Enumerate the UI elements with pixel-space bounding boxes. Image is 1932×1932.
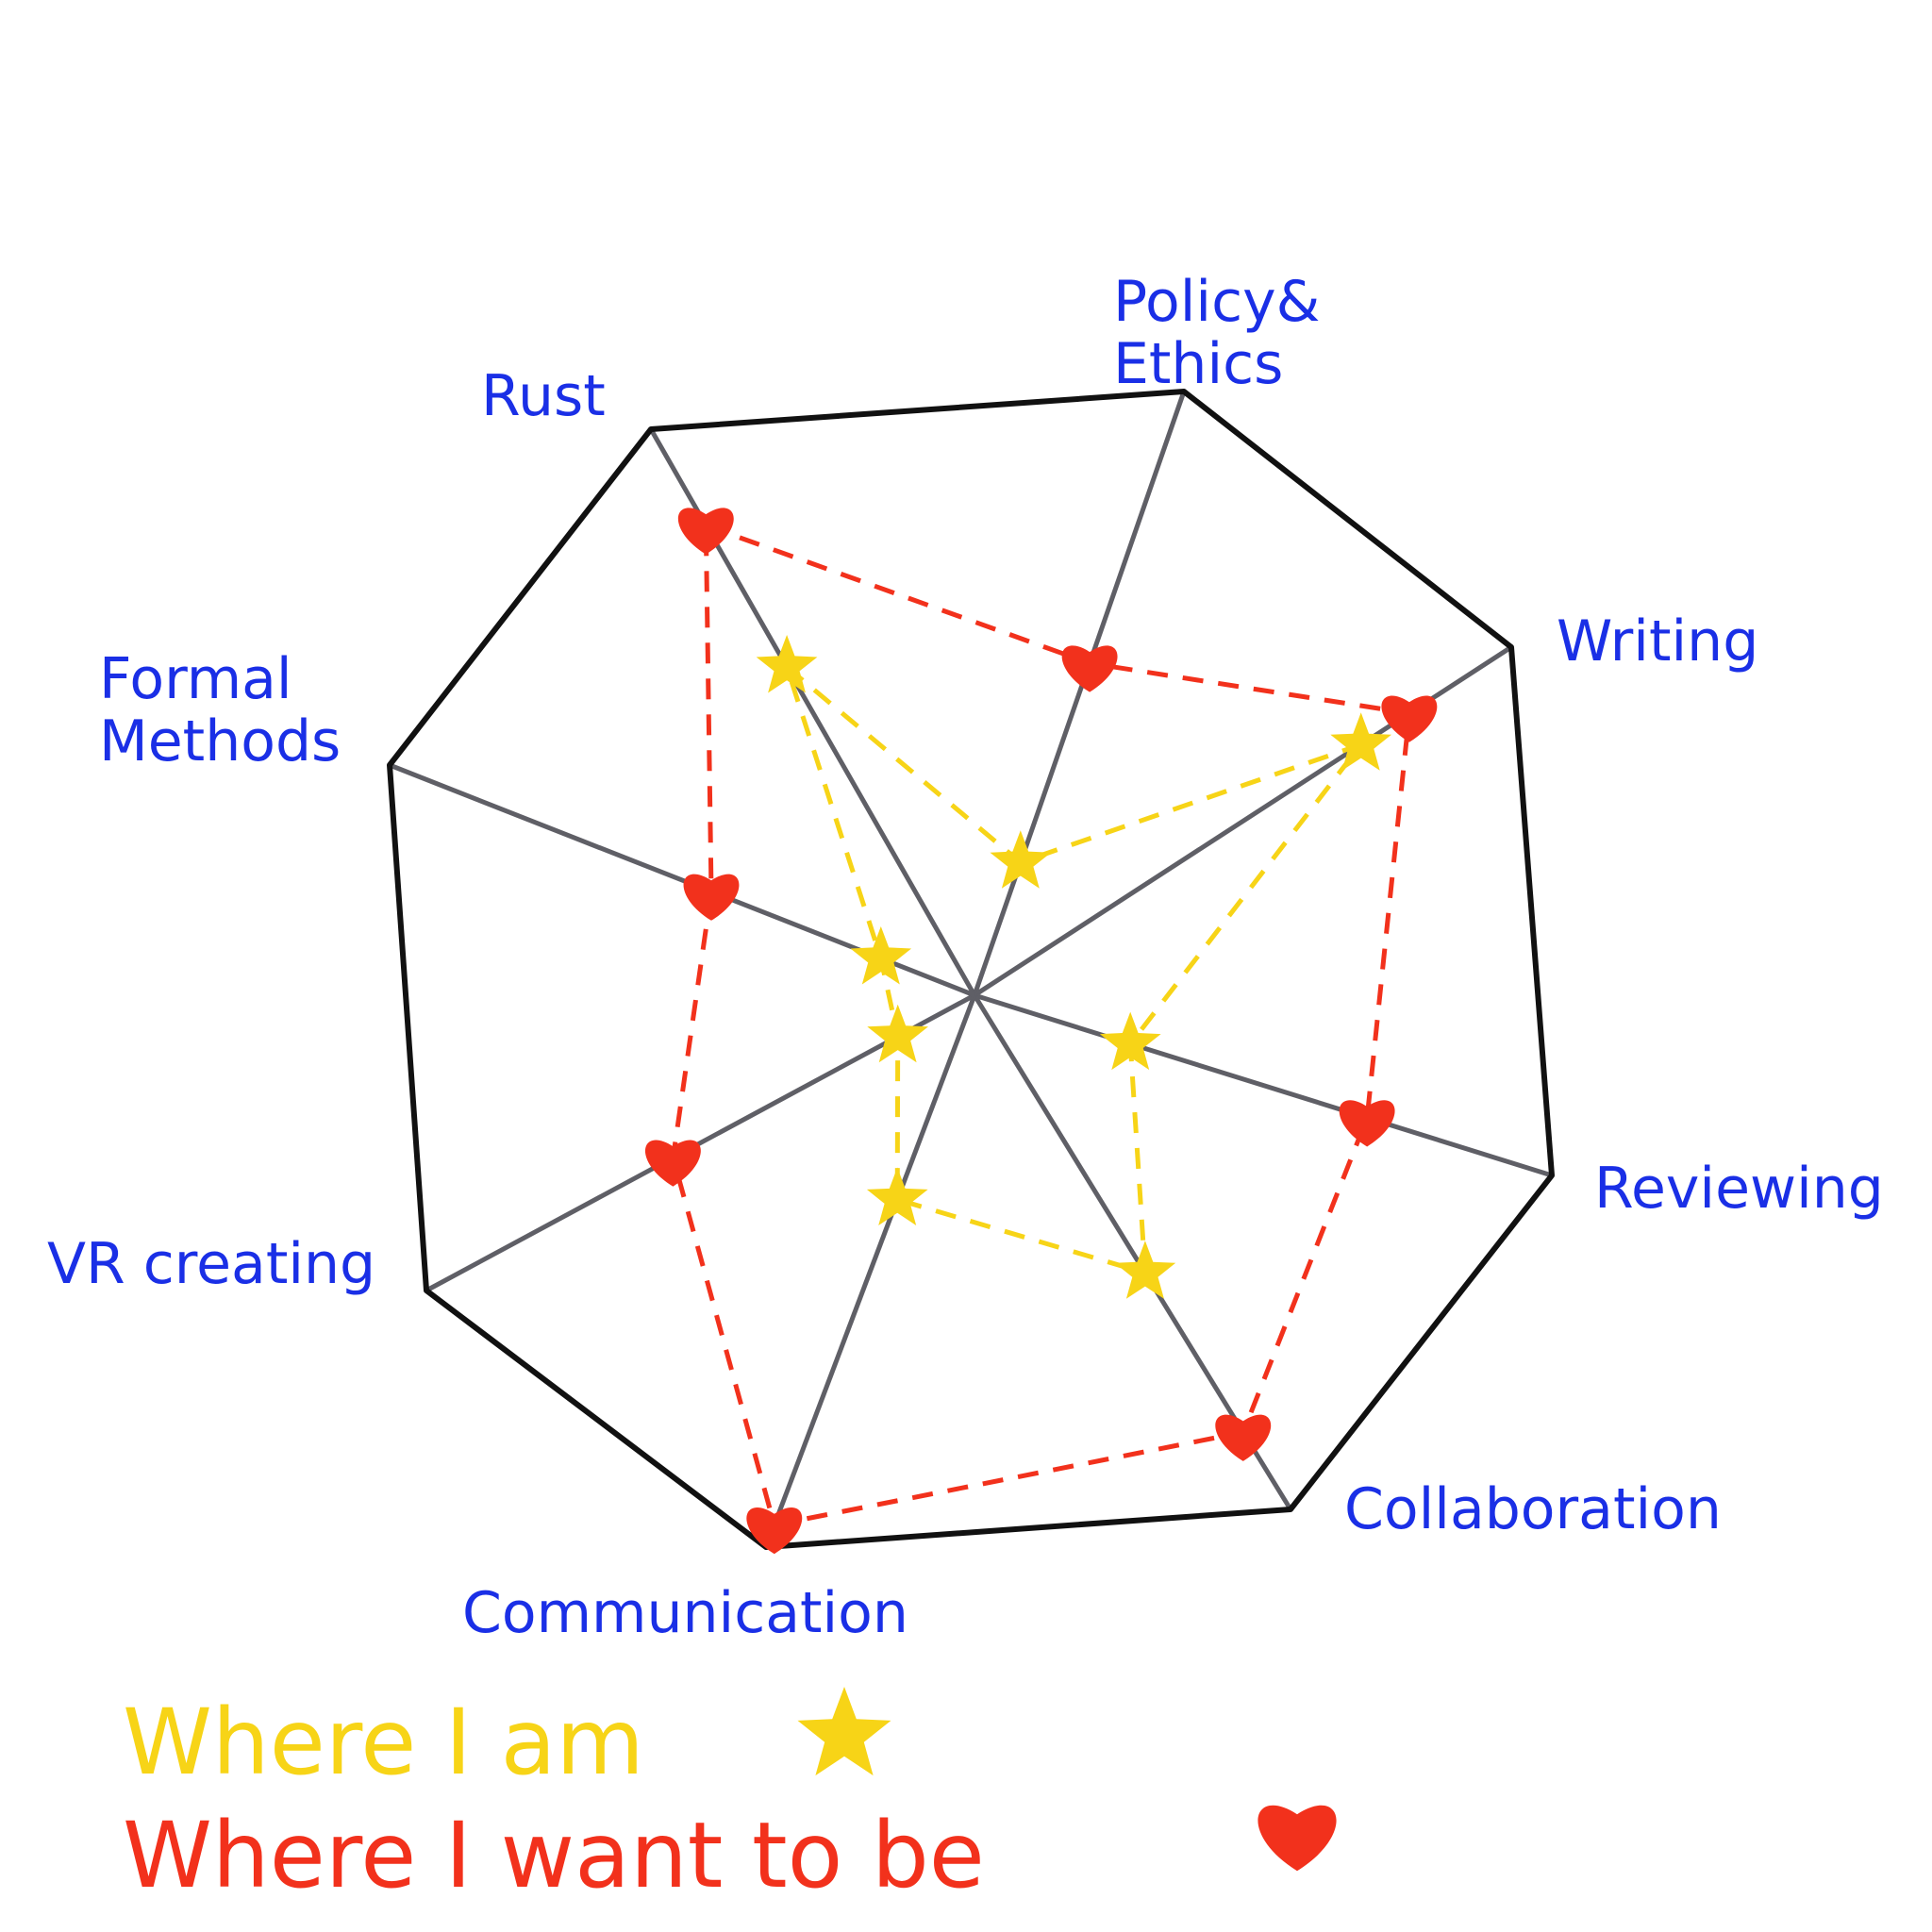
spoke-5 xyxy=(763,994,977,1548)
heart-marker-6 xyxy=(645,1140,701,1187)
axis-label-2: Writing xyxy=(1557,608,1758,675)
heart-marker-7 xyxy=(683,874,740,921)
legend-label-target: Where I want to be xyxy=(123,1803,985,1908)
star-marker-7 xyxy=(850,926,912,985)
series-markers xyxy=(645,508,1438,1555)
axis-labels: Rust Policy&EthicsWritingReviewingCollabo… xyxy=(47,269,1884,1646)
star-marker-6 xyxy=(867,1004,928,1063)
legend-heart-icon xyxy=(1257,1805,1337,1872)
radar-outline xyxy=(387,389,1555,1550)
heart-marker-2 xyxy=(1381,695,1438,742)
star-marker-2 xyxy=(1330,712,1391,771)
axis-label-4: Collaboration xyxy=(1344,1476,1722,1542)
axis-label-3: Reviewing xyxy=(1594,1156,1884,1222)
axis-label-5: Communication xyxy=(462,1580,908,1646)
legend: Where I am Where I want to be xyxy=(123,1687,1337,1908)
heart-marker-1 xyxy=(1061,645,1118,692)
star-marker-4 xyxy=(1114,1241,1176,1299)
star-marker-5 xyxy=(866,1167,928,1225)
star-marker-0 xyxy=(756,635,818,693)
heart-marker-0 xyxy=(677,508,734,555)
legend-label-current: Where I am xyxy=(123,1690,644,1795)
legend-star-icon xyxy=(797,1687,891,1776)
heart-marker-4 xyxy=(1215,1414,1272,1461)
spoke-6 xyxy=(425,992,976,1293)
heart-marker-5 xyxy=(746,1507,803,1555)
heart-marker-3 xyxy=(1339,1100,1395,1147)
star-marker-3 xyxy=(1099,1011,1161,1071)
axis-label-0: Rust xyxy=(481,363,606,429)
radar-spokes xyxy=(389,391,1553,1548)
radar-outline-polygon xyxy=(387,389,1555,1550)
spoke-3 xyxy=(974,992,1553,1178)
spoke-1 xyxy=(972,391,1187,996)
star-marker-1 xyxy=(990,830,1052,889)
axis-label-1: Policy&Ethics xyxy=(1113,269,1320,397)
axis-label-6: VR creating xyxy=(47,1231,375,1297)
